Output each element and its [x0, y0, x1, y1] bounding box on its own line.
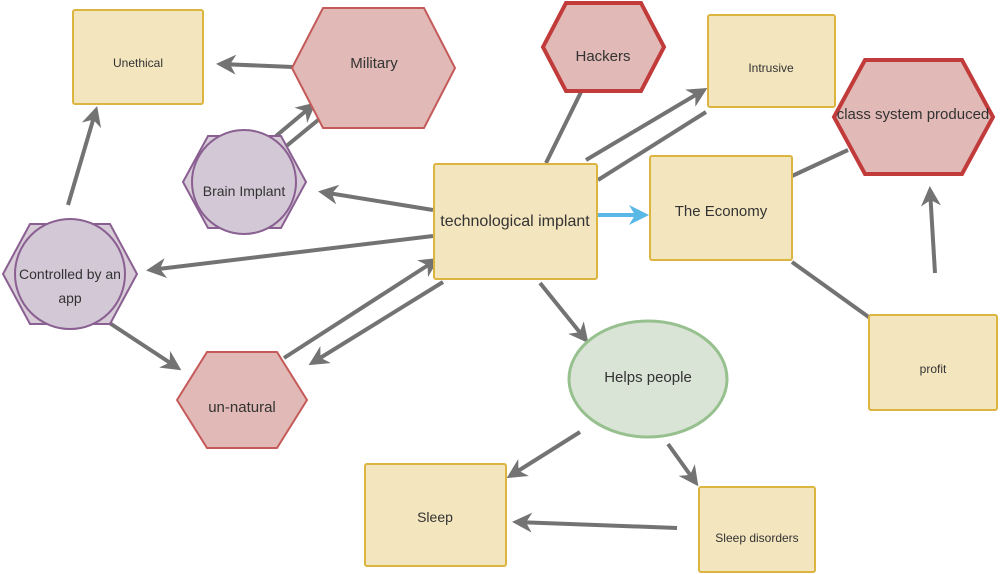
- arrow-controlled-app-to-unethical: [66, 106, 102, 206]
- node-label: un-natural: [208, 399, 276, 416]
- node-label: Sleep disorders: [715, 531, 798, 545]
- node-brain-implant[interactable]: Brain Implant: [181, 129, 308, 235]
- node-unethical[interactable]: Unethical: [72, 9, 204, 105]
- node-intrusive[interactable]: Intrusive: [707, 14, 836, 108]
- arrow-helps-people-to-sleep: [506, 430, 582, 479]
- arrow-un-natural-to-implant: [282, 257, 440, 360]
- node-helps-people[interactable]: Helps people: [567, 319, 729, 439]
- node-label-line2: app: [58, 290, 82, 306]
- node-profit[interactable]: profit: [868, 314, 998, 411]
- node-controlled-by-app[interactable]: Controlled by an app: [1, 218, 139, 330]
- arrow-controlled-app-to-un-natural: [106, 320, 182, 371]
- node-label: profit: [920, 362, 947, 376]
- node-label: The Economy: [675, 203, 768, 220]
- arrow-helps-people-to-sleep-disorders: [666, 442, 699, 487]
- connector-implant-intrusive: [596, 110, 708, 182]
- node-technological-implant[interactable]: technological implant: [433, 163, 598, 280]
- connectors: [66, 54, 941, 533]
- arrow-profit-to-class-system: [920, 186, 941, 274]
- arrow-implant-to-brain-implant: [318, 184, 434, 212]
- arrow-implant-to-un-natural: [308, 280, 445, 366]
- connector-economy-class-system: [791, 148, 849, 178]
- node-label: Helps people: [604, 369, 692, 386]
- arrow-brain-implant-to-military: [274, 102, 317, 138]
- node-label: Brain Implant: [203, 183, 286, 199]
- arrow-implant-to-intrusive: [584, 87, 708, 162]
- node-hackers[interactable]: Hackers: [540, 0, 667, 93]
- node-label: technological implant: [440, 213, 590, 230]
- node-label: Hackers: [575, 48, 630, 65]
- node-label: Military: [350, 55, 398, 72]
- connector-economy-profit: [790, 260, 872, 320]
- node-label: Unethical: [113, 56, 163, 70]
- node-label: Sleep: [417, 509, 453, 525]
- arrow-implant-to-helps-people: [538, 281, 589, 344]
- node-label: class system produced: [837, 106, 990, 123]
- node-class-system[interactable]: class system produced: [831, 58, 996, 176]
- node-un-natural[interactable]: un-natural: [175, 351, 309, 449]
- connector-hackers-implant: [544, 89, 584, 164]
- connector-brain-implant-military: [282, 114, 325, 150]
- node-sleep-disorders[interactable]: Sleep disorders: [698, 486, 816, 573]
- node-the-economy[interactable]: The Economy: [649, 155, 793, 261]
- arrow-implant-to-controlled-app: [146, 234, 434, 279]
- node-label: Intrusive: [748, 61, 794, 75]
- arrow-sleep-disorders-to-sleep: [512, 512, 678, 533]
- node-label-line1: Controlled by an: [19, 266, 121, 282]
- node-sleep[interactable]: Sleep: [364, 463, 507, 567]
- arrow-military-to-unethical: [216, 54, 294, 75]
- node-military[interactable]: Military: [290, 7, 457, 129]
